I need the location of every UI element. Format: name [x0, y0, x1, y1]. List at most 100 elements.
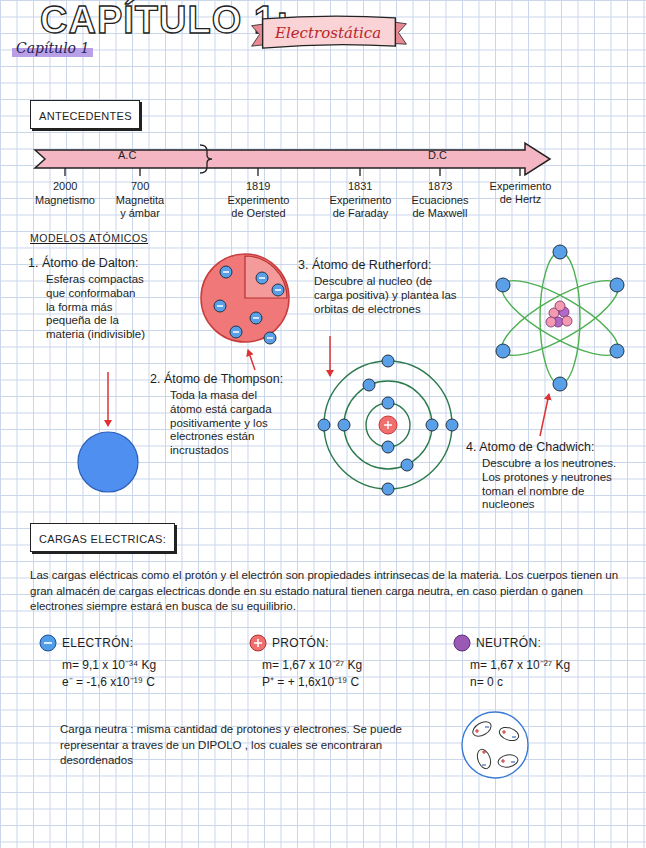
dipole-drawing — [511, 761, 515, 762]
rutherford-atom — [384, 421, 392, 429]
particle-icons — [40, 635, 470, 651]
chadwick-atom — [496, 278, 510, 292]
note-text: Experimento de Oersted — [221, 194, 296, 220]
chadwick-atom — [555, 301, 565, 311]
note-text: Magnetismo — [35, 194, 95, 207]
rutherford-atom — [382, 483, 394, 495]
note-text: 700 — [131, 180, 149, 193]
note-text: MODELOS ATÓMICOS — [30, 232, 148, 245]
chadwick-atom — [546, 301, 572, 327]
chadwick-atom — [496, 344, 510, 358]
rutherford-atom — [363, 379, 375, 391]
chadwick-atom — [610, 344, 624, 358]
node-text-wrap: ANTECEDENTES — [39, 106, 132, 124]
dalton-atom — [78, 432, 138, 492]
dipole-drawing — [475, 748, 493, 771]
particle-icons — [454, 635, 470, 651]
dipole-drawing — [482, 764, 486, 765]
rutherford-atom — [338, 419, 350, 431]
dipole-drawing — [482, 727, 516, 765]
chadwick-atom — [540, 252, 580, 384]
dipole-drawing — [475, 729, 479, 733]
node-text: ANTECEDENTES — [39, 110, 132, 123]
note-text: ELECTRÓN: — [62, 636, 133, 651]
note-text: Experimento de Hertz — [483, 180, 558, 206]
note-text: m= 9,1 x 10⁻³⁴ Kg — [62, 658, 156, 673]
rutherford-atom — [382, 355, 394, 367]
node-text: CARGAS ELECTRICAS: — [39, 533, 166, 546]
thompson-atom — [248, 350, 255, 370]
note-text: Esferas compactas que conformaban la for… — [46, 273, 146, 342]
thompson-atom — [217, 272, 281, 338]
particle-icons — [254, 639, 262, 647]
note-text: Descubre a los neutrones. Los protones y… — [482, 457, 637, 512]
rutherford-atom — [366, 403, 410, 447]
thompson-atom — [245, 256, 287, 298]
chadwick-atom — [540, 394, 549, 436]
thompson-atom — [201, 254, 289, 370]
chadwick-atom — [610, 278, 624, 292]
note-text: m= 1,67 x 10⁻²⁷ Kg — [262, 658, 362, 673]
note-text: Ecuaciones de Maxwell — [405, 194, 475, 220]
rutherford-atom — [329, 336, 331, 376]
node-text-wrap: CARGAS ELECTRICAS: — [39, 529, 166, 547]
note-text: Carga neutra : misma cantidad de protone… — [60, 722, 440, 769]
particle-icons — [250, 635, 266, 651]
particle-icons — [44, 642, 52, 644]
thompson-atom — [201, 254, 289, 342]
dipole-drawing — [485, 726, 489, 727]
dipole-drawing — [470, 719, 493, 739]
rutherford-atom — [426, 419, 438, 431]
dipole-drawing — [462, 712, 528, 778]
title-banner: Electrostática — [250, 14, 408, 53]
chadwick-atom — [493, 252, 627, 384]
note-text: P⁺ = + 1,6x10⁻¹⁹ C — [262, 675, 359, 690]
note-text: 4. Atomo de Chadwich: — [466, 440, 595, 456]
note-text: Descubre al nucleo (de carga positiva) y… — [314, 275, 464, 316]
note-text: PROTÓN: — [272, 636, 329, 651]
chadwick-atom — [562, 316, 572, 326]
dipole-drawing — [502, 730, 506, 734]
note-text: e⁻ = -1,6 x10⁻¹⁹ C — [62, 675, 155, 690]
note-text: 1831 — [348, 180, 372, 193]
node-text: Electrostática — [275, 24, 381, 42]
dipole-drawing — [497, 753, 519, 768]
rutherford-atom — [324, 361, 452, 489]
note-text: Magnetita y ámbar — [113, 194, 167, 220]
rutherford-atom — [401, 459, 413, 471]
timeline-arrow — [65, 168, 520, 176]
dipole-drawing — [512, 736, 516, 737]
rutherford-atom — [446, 419, 458, 431]
dalton-atom — [107, 372, 109, 426]
rutherford-atom — [318, 336, 458, 495]
chadwick-atom — [493, 268, 627, 369]
page-title: CAPÍTULO 1: — [40, 0, 290, 42]
node-text-wrap: Electrostática — [275, 24, 381, 42]
timeline-arrow — [200, 145, 212, 173]
ribbon-shape — [263, 16, 396, 48]
section-box: ANTECEDENTES — [30, 100, 140, 129]
dipole-drawing — [482, 750, 486, 754]
note-text: n= 0 c — [470, 675, 503, 690]
dalton-atom — [78, 372, 138, 492]
rutherford-atom — [318, 419, 330, 431]
rutherford-atom — [318, 355, 458, 495]
note-text: 3. Átomo de Rutherford: — [298, 258, 431, 274]
timeline-arrow — [35, 143, 550, 175]
timeline-arrow — [35, 143, 550, 176]
chadwick-atom — [546, 317, 556, 327]
note-text: m= 1,67 x 10⁻²⁷ Kg — [470, 658, 570, 673]
chadwick-atom — [496, 245, 624, 391]
chadwick-atom — [493, 245, 627, 436]
rutherford-atom — [324, 361, 452, 489]
note-text: 1. Átomo de Dalton: — [28, 256, 138, 272]
note-text: NEUTRÓN: — [476, 636, 541, 651]
note-text: Experimento de Faraday — [323, 194, 398, 220]
chadwick-atom — [493, 268, 627, 369]
rutherford-atom — [382, 397, 394, 409]
note-text: Toda la masa del átomo está cargada posi… — [170, 389, 288, 458]
note-text: 1819 — [246, 180, 270, 193]
chadwick-atom — [553, 245, 567, 259]
note-text: Capítulo 1 — [12, 40, 93, 57]
